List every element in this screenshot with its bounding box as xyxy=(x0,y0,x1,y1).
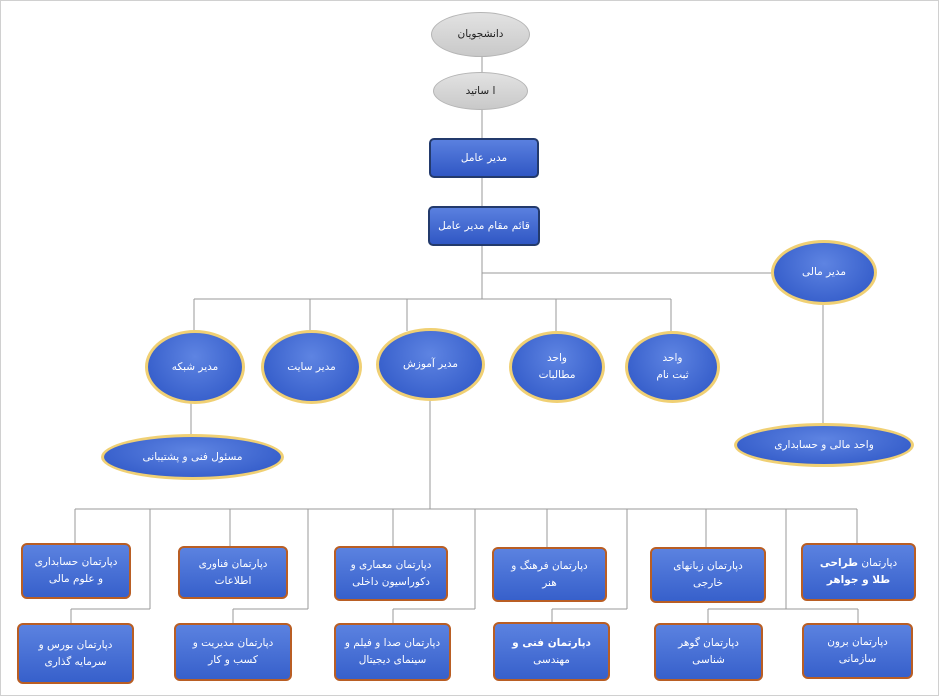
dept-line1: دپارتمان فناوری xyxy=(198,557,268,570)
dept-line1: دپارتمان صدا و فیلم و xyxy=(344,637,441,650)
dept-line2: و علوم مالی xyxy=(48,573,104,585)
node-site-manager: مدیر سایت xyxy=(261,330,362,404)
dept-line2: دکوراسیون داخلی xyxy=(352,575,430,588)
node-network-manager: مدیر شبکه xyxy=(145,330,245,404)
dept-languages: دپارتمان زبانهای خارجی xyxy=(650,547,766,603)
node-education-manager: مدیر آموزش xyxy=(376,328,485,401)
dept-architecture: دپارتمان معماری و دکوراسیون داخلی xyxy=(334,546,448,601)
dept-line2: خارجی xyxy=(693,577,724,589)
node-finance-manager: مدیر مالی xyxy=(771,240,877,305)
dept-outsourcing: دپارتمان برون سازمانی xyxy=(802,623,913,679)
dept-line1-b: طراحی xyxy=(819,557,859,570)
dept-gemology: دپارتمان گوهر شناسی xyxy=(654,623,763,681)
node-education-manager-label: مدیر آموزش xyxy=(402,358,459,371)
node-tech-support: مسئول فنی و پشتیبانی xyxy=(101,434,284,480)
node-finance-accounting-label: واحد مالی و حسابداری xyxy=(774,438,874,451)
dept-line1-a: دپارتمان xyxy=(861,557,898,570)
dept-line1: دپارتمان بورس و xyxy=(38,638,113,651)
dept-management-business: دپارتمان مدیریت و کسب و کار xyxy=(174,623,292,681)
node-claims-unit: واحد مطالبات xyxy=(509,331,605,403)
dept-line1: دپارتمان طراحی xyxy=(820,555,897,572)
dept-line2: سینمای دیجیتال xyxy=(358,654,427,666)
node-claims-unit-line2: مطالبات xyxy=(538,369,576,381)
node-claims-unit-line1: واحد xyxy=(547,352,567,365)
node-registration-unit-line1: واحد xyxy=(662,352,683,365)
node-registration-unit-line2: ثبت نام xyxy=(656,369,689,381)
node-ceo-label: مدیر عامل xyxy=(460,151,508,164)
node-deputy-ceo: قائم مقام مدیر عامل xyxy=(428,206,540,246)
dept-line2: کسب و کار xyxy=(208,654,258,666)
node-students-label: دانشجویان xyxy=(457,28,504,41)
node-registration-unit: واحد ثبت نام xyxy=(625,331,720,403)
node-professors: ا ساتید xyxy=(433,72,528,110)
dept-engineering: دپارتمان فنی و مهندسی xyxy=(493,622,610,681)
node-ceo: مدیر عامل xyxy=(429,138,539,178)
node-professors-label: ا ساتید xyxy=(465,84,496,97)
dept-line2: طلا و جواهر xyxy=(826,574,891,586)
dept-line2: هنر xyxy=(542,576,557,589)
dept-accounting: دپارتمان حسابداری و علوم مالی xyxy=(21,543,131,599)
dept-line2: اطلاعات xyxy=(214,574,252,587)
dept-line1: دپارتمان معماری و xyxy=(350,558,432,571)
node-tech-support-label: مسئول فنی و پشتیبانی xyxy=(142,450,243,463)
dept-line1: دپارتمان فنی و xyxy=(512,636,591,649)
dept-audio-film: دپارتمان صدا و فیلم و سینمای دیجیتال xyxy=(334,623,451,681)
dept-stock-investment: دپارتمان بورس و سرمایه گذاری xyxy=(17,623,134,684)
dept-line2: سازمانی xyxy=(838,653,877,665)
dept-line2: شناسی xyxy=(692,654,725,666)
dept-line1: دپارتمان مدیریت و xyxy=(192,637,274,650)
node-finance-accounting: واحد مالی و حسابداری xyxy=(734,423,914,467)
node-students: دانشجویان xyxy=(431,12,530,57)
dept-line1: دپارتمان فرهنگ و xyxy=(511,559,588,572)
dept-line2: سرمایه گذاری xyxy=(44,655,107,668)
node-site-manager-label: مدیر سایت xyxy=(287,360,336,373)
node-finance-manager-label: مدیر مالی xyxy=(802,266,846,279)
dept-it: دپارتمان فناوری اطلاعات xyxy=(178,546,288,599)
dept-line1: دپارتمان حسابداری xyxy=(34,556,118,569)
dept-line2: مهندسی xyxy=(533,653,570,666)
dept-jewelry-design: دپارتمان طراحی طلا و جواهر xyxy=(801,543,916,601)
dept-culture-art: دپارتمان فرهنگ و هنر xyxy=(492,547,607,602)
dept-line1: دپارتمان برون xyxy=(827,636,888,649)
node-network-manager-label: مدیر شبکه xyxy=(171,360,219,373)
dept-line1: دپارتمان زبانهای xyxy=(673,560,743,573)
node-deputy-ceo-label: قائم مقام مدیر عامل xyxy=(438,219,530,232)
dept-line1: دپارتمان گوهر xyxy=(678,637,739,650)
